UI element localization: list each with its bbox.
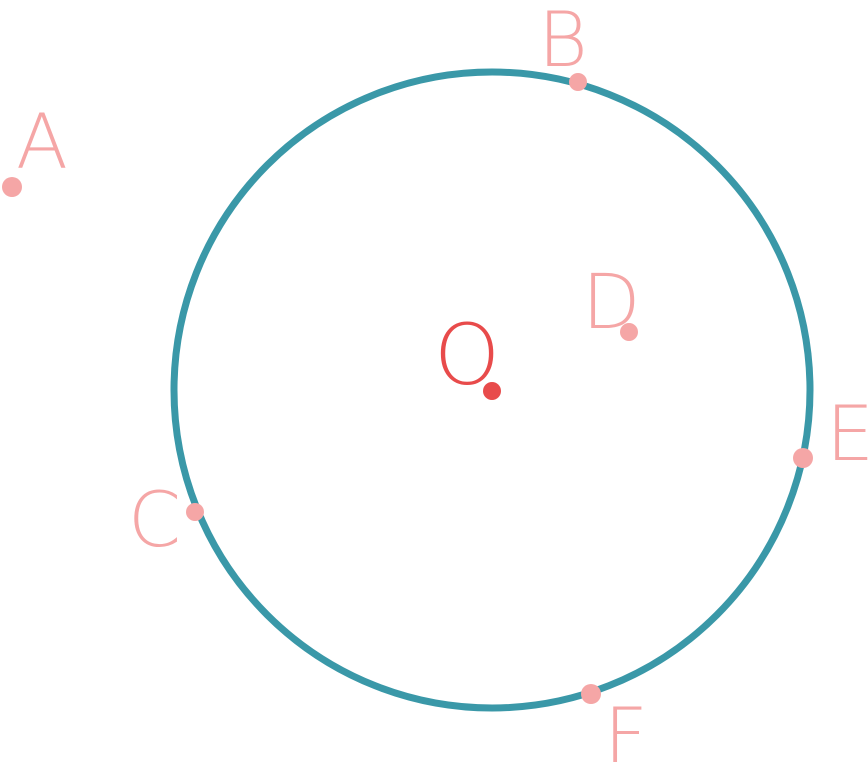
center-point-o bbox=[483, 382, 501, 400]
point-c bbox=[186, 503, 204, 521]
point-b bbox=[569, 73, 587, 91]
point-label-b: B bbox=[538, 0, 588, 84]
circle bbox=[170, 68, 814, 712]
point-d bbox=[620, 323, 638, 341]
point-label-e: E bbox=[826, 389, 868, 478]
point-label-f: F bbox=[604, 691, 648, 768]
point-e bbox=[793, 448, 813, 468]
point-a bbox=[2, 177, 22, 197]
point-label-a: A bbox=[16, 97, 68, 186]
point-f bbox=[581, 684, 601, 704]
point-label-c: C bbox=[128, 475, 181, 564]
